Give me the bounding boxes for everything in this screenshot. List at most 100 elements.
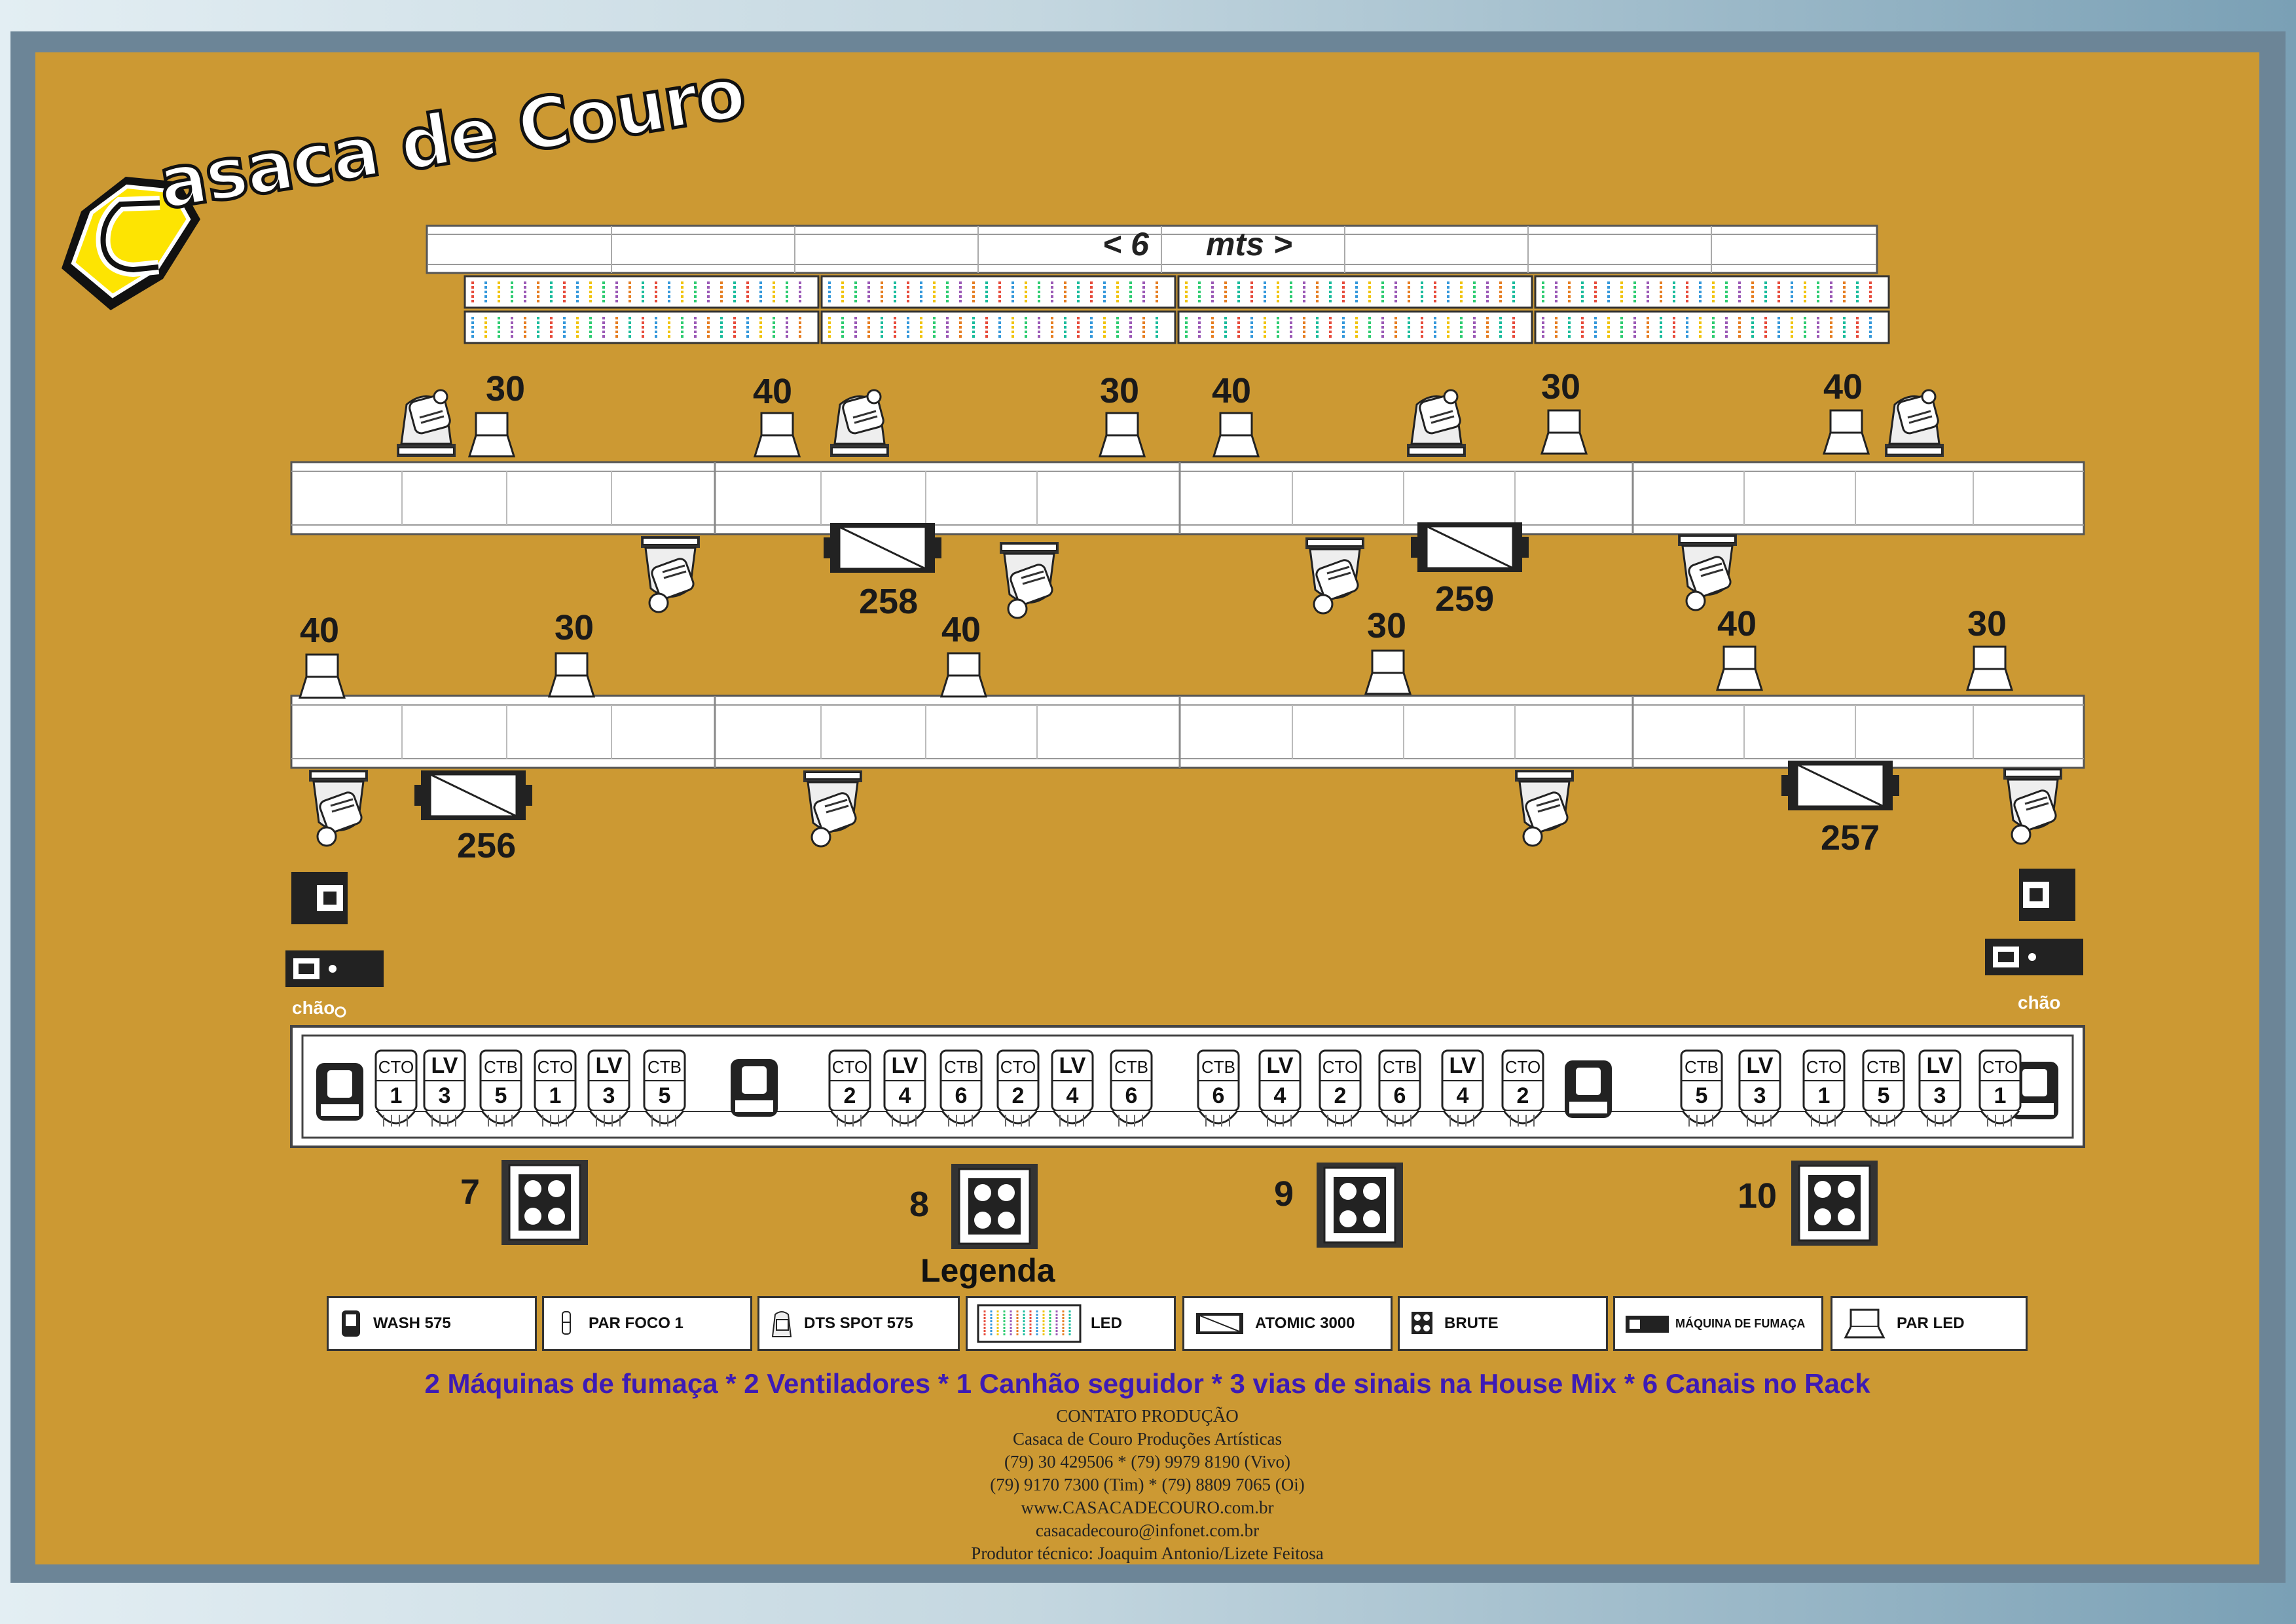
brute-icon — [500, 1159, 589, 1246]
channel-number: 4 — [1274, 1083, 1286, 1108]
filter-label: LV — [1449, 1053, 1476, 1078]
filter-label: CTO — [1322, 1057, 1358, 1077]
floor-label-right: chão — [2018, 992, 2061, 1013]
atomic-channel-label: 257 — [1821, 818, 1880, 857]
channel-number: 1 — [1818, 1083, 1831, 1108]
par-foco-icon: CTB 5 — [1862, 1049, 1905, 1127]
spot-icon — [998, 541, 1060, 619]
legend-label: WASH 575 — [373, 1314, 451, 1332]
spot-icon — [1406, 389, 1467, 458]
spot-icon — [802, 769, 864, 848]
brute-icon — [950, 1163, 1039, 1250]
par-foco-icon: CTO 2 — [1501, 1049, 1544, 1127]
par-foco-icon: LV3 — [1738, 1049, 1781, 1127]
contact-heading: CONTATO PRODUÇÃO — [1056, 1406, 1239, 1426]
legend-item-dts-spot: DTS SPOT 575 — [757, 1296, 960, 1351]
filter-label: CTO — [1505, 1057, 1540, 1077]
channel-number: 4 — [1066, 1083, 1079, 1108]
par-led-icon — [1099, 412, 1146, 458]
filter-label: LV — [1747, 1053, 1774, 1078]
filter-label: CTB — [1867, 1057, 1901, 1077]
pipe-length-right: mts > — [1206, 226, 1293, 262]
legend-label: PAR FOCO 1 — [589, 1314, 683, 1332]
smoke-machine-icon — [1985, 939, 2083, 975]
brute-icon — [1315, 1161, 1404, 1249]
par-foco-icon: CTO 1 — [374, 1049, 418, 1127]
par-led-icon — [940, 652, 987, 698]
par-wattage-label: 40 — [1823, 367, 1863, 406]
filter-label: CTO — [1806, 1057, 1842, 1077]
spot-icon — [308, 768, 369, 847]
channel-number: 5 — [1878, 1083, 1890, 1108]
channel-number: 2 — [844, 1083, 856, 1108]
par-led-icon — [1844, 1308, 1886, 1339]
led-panel-wall — [464, 275, 1890, 344]
smoke-machine-icon — [1626, 1316, 1669, 1333]
filter-label: CTO — [1000, 1057, 1036, 1077]
floor-left-fixtures — [285, 872, 384, 1018]
filter-label: CTO — [1982, 1057, 2018, 1077]
par-foco-icon: LV4 — [1258, 1049, 1302, 1127]
par-wattage-label: 30 — [1967, 604, 2007, 643]
wash-icon — [1564, 1060, 1613, 1119]
filter-label: CTB — [1201, 1057, 1235, 1077]
legend-item-atomic: ATOMIC 3000 — [1182, 1296, 1393, 1351]
par-foco-icon: LV3 — [423, 1049, 466, 1127]
legend-label: DTS SPOT 575 — [804, 1314, 913, 1332]
atomic-channel-label: 256 — [457, 826, 517, 865]
wash-icon — [342, 1310, 360, 1337]
channel-number: 6 — [955, 1083, 968, 1108]
contact-website[interactable]: www.CASACADECOURO.com.br — [1021, 1498, 1274, 1517]
contact-email[interactable]: casacadecouro@infonet.com.br — [1035, 1521, 1260, 1540]
legend-item-par-foco: PAR FOCO 1 — [542, 1296, 752, 1351]
channel-number: 2 — [1012, 1083, 1025, 1108]
par-foco-icon: CTB 6 — [939, 1049, 983, 1127]
par-wattage-label: 40 — [1717, 604, 1757, 643]
filter-label: CTB — [944, 1057, 978, 1077]
legend-label: BRUTE — [1444, 1314, 1499, 1332]
par-foco-icon: CTO 2 — [828, 1049, 871, 1127]
par-wattage-label: 30 — [1100, 371, 1140, 410]
filter-label: LV — [596, 1053, 623, 1078]
legend-label: LED — [1091, 1314, 1122, 1332]
par-foco-icon: CTO 2 — [996, 1049, 1040, 1127]
channel-number: 6 — [1125, 1083, 1138, 1108]
contact-phone: (79) 9170 7300 (Tim) * (79) 8809 7065 (O… — [990, 1475, 1305, 1494]
atomic-channel-label: 259 — [1435, 579, 1495, 619]
spot-icon — [771, 1311, 792, 1337]
par-led-icon — [468, 412, 515, 458]
par-wattage-label: 30 — [1541, 367, 1581, 406]
wash-icon — [316, 1062, 364, 1121]
floor-label-left: chão — [292, 998, 335, 1018]
channel-number: 6 — [1394, 1083, 1406, 1108]
channel-number: 5 — [495, 1083, 507, 1108]
par-foco-icon: CTO 1 — [1978, 1049, 2022, 1127]
smoke-machine-icon — [285, 950, 384, 987]
contact-company: Casaca de Couro Produções Artísticas — [1013, 1429, 1282, 1449]
filter-label: CTO — [378, 1057, 414, 1077]
par-foco-icon — [562, 1311, 571, 1335]
par-wattage-label: 30 — [486, 369, 526, 408]
channel-number: 1 — [1994, 1083, 2007, 1108]
channel-number: 3 — [603, 1083, 615, 1108]
filter-label: CTB — [1383, 1057, 1417, 1077]
spot-icon — [1514, 768, 1575, 847]
channel-number: 1 — [390, 1083, 403, 1108]
spot-icon — [1884, 389, 1945, 458]
channel-number: 2 — [1517, 1083, 1529, 1108]
filter-label: CTO — [832, 1057, 867, 1077]
legend-label: PAR LED — [1897, 1314, 1965, 1332]
legend-item-smoke-machine: MÁQUINA DE FUMAÇA — [1613, 1296, 1823, 1351]
spot-icon — [1677, 533, 1738, 611]
channel-number: 1 — [549, 1083, 562, 1108]
contact-phone: (79) 30 429506 * (79) 9979 8190 (Vivo) — [1004, 1452, 1291, 1471]
floor-right-fixtures — [1985, 869, 2083, 975]
legend-item-par-led: PAR LED — [1831, 1296, 2028, 1351]
par-led-icon — [1364, 649, 1412, 695]
legend-label: ATOMIC 3000 — [1255, 1314, 1355, 1332]
filter-label: CTB — [647, 1057, 682, 1077]
wash-icon — [730, 1058, 778, 1117]
filter-label: CTB — [1114, 1057, 1148, 1077]
truss-2 — [290, 695, 2085, 769]
